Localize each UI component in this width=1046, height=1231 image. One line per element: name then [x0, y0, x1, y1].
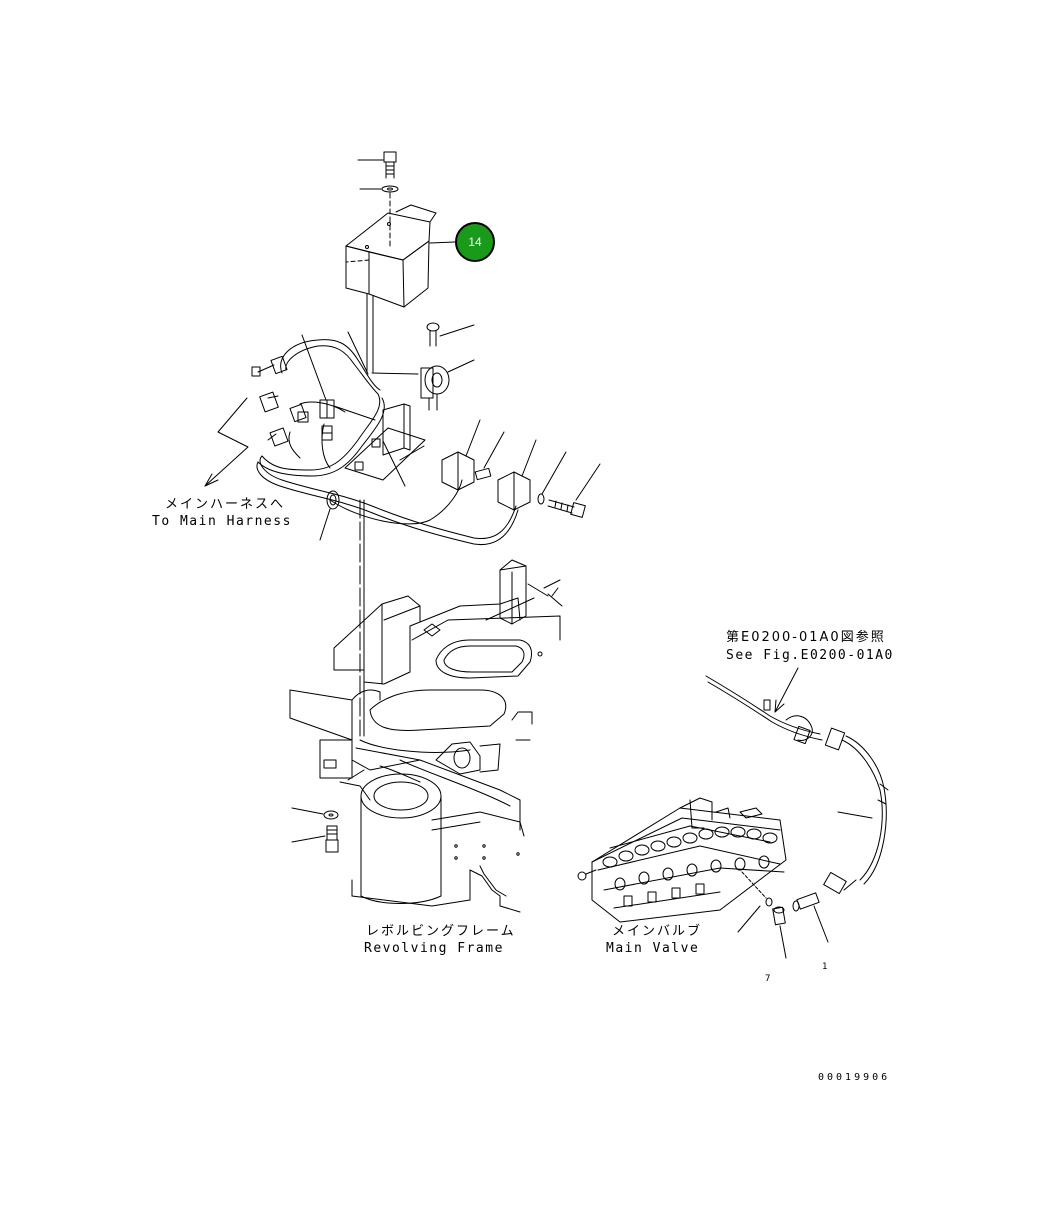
sensor-harness	[705, 675, 889, 895]
revolving-frame	[289, 595, 561, 831]
callout-badge[interactable]: 14	[455, 222, 495, 262]
cut-off-fragment-1: 7	[765, 974, 771, 984]
diode-2	[497, 439, 537, 511]
connector-4	[319, 399, 376, 421]
main-harness-label-jp: メインハーネスへ	[165, 497, 286, 512]
connector-2	[259, 391, 279, 413]
support-block	[499, 559, 563, 625]
arrow-to-main-harness	[204, 397, 249, 487]
arrow-head	[204, 473, 219, 487]
revolving-frame-label-jp: レボルビングフレーム	[366, 924, 516, 939]
leader-clamp	[347, 331, 369, 375]
connector-1	[251, 355, 288, 377]
drawing-number: 00019906	[818, 1072, 891, 1083]
diode-1	[441, 419, 481, 491]
connector-3	[289, 403, 309, 423]
valve-sensor	[792, 892, 829, 943]
main-harness-label-en: To Main Harness	[152, 514, 292, 529]
see-fig-arrow	[774, 667, 799, 713]
main-valve-label-en: Main Valve	[606, 941, 700, 956]
frame-washer	[291, 807, 339, 820]
small-washer	[537, 451, 567, 505]
cover-box	[345, 204, 456, 308]
center-cylinder	[347, 769, 525, 913]
top-washer	[359, 185, 399, 193]
frame-bolt	[291, 825, 339, 853]
grommet	[319, 490, 340, 541]
pin	[474, 431, 505, 481]
bracket	[344, 403, 426, 487]
leader-connector	[301, 334, 327, 401]
main-valve	[577, 797, 787, 923]
top-bolt	[357, 151, 397, 179]
relay	[420, 359, 475, 411]
revolving-frame-label-en: Revolving Frame	[364, 941, 504, 956]
see-fig-label-jp: 第E0200-01A0図参照	[726, 630, 886, 645]
wire-harness	[256, 339, 519, 546]
connector-6	[267, 427, 289, 447]
see-fig-label-en: See Fig.E0200-01A0	[726, 648, 894, 663]
connector-5	[321, 425, 333, 441]
right-bolt	[547, 463, 601, 518]
main-valve-label-jp: メインバルブ	[612, 924, 703, 939]
cut-off-fragment-2: 1	[822, 962, 828, 972]
small-screw	[426, 322, 475, 347]
valve-sensor-small	[737, 897, 787, 959]
